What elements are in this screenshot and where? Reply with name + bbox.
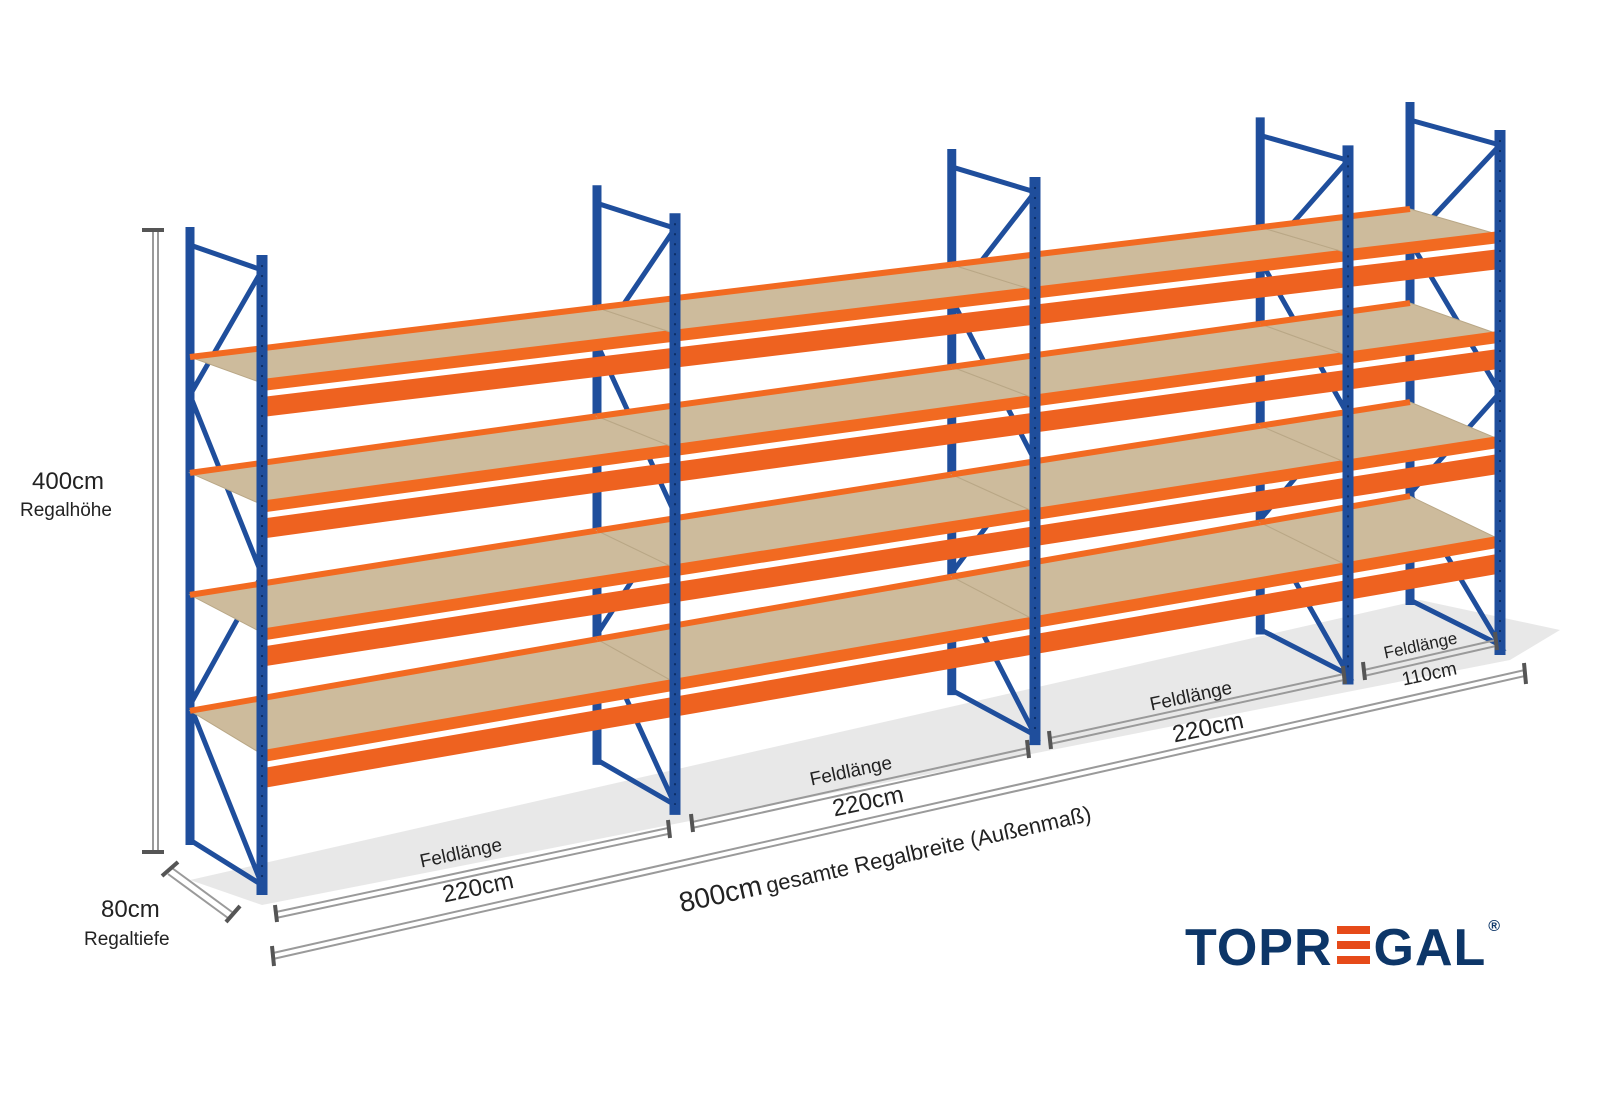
back-beam (596, 363, 953, 420)
topregal-logo: TOPR GAL ® (1185, 918, 1501, 978)
front-beam-upper (262, 329, 675, 391)
back-beam (951, 519, 1261, 580)
back-beam (1259, 399, 1411, 429)
height-label: Regalhöhe (20, 500, 112, 521)
front-beam-lower (262, 347, 675, 417)
front-beam-lower (1348, 453, 1500, 498)
front-beam-upper (262, 564, 675, 641)
back-beam (951, 224, 1261, 268)
front-beam-lower (1035, 267, 1348, 325)
front-beam-lower (1348, 553, 1500, 600)
back-beam (1259, 206, 1411, 231)
front-beam-upper (262, 443, 675, 513)
back-beam (1259, 493, 1411, 526)
back-beam (1259, 300, 1411, 327)
front-beam-upper (1035, 249, 1348, 299)
front-beam-lower (675, 526, 1035, 603)
height-value: 400cm (32, 468, 105, 495)
depth-label: Regaltiefe (84, 929, 170, 950)
front-beam-lower (1035, 477, 1348, 547)
back-beam (951, 320, 1261, 370)
front-beam-lower (675, 304, 1035, 368)
front-beam-upper (1035, 561, 1348, 629)
front-beam-upper (1035, 459, 1348, 521)
front-beam-lower (262, 461, 675, 539)
front-beam-upper (675, 394, 1035, 456)
front-beam-lower (1035, 579, 1348, 655)
front-beam-lower (1348, 249, 1500, 288)
logo-text-start: TOPR (1185, 919, 1333, 977)
front-beam-lower (262, 582, 675, 667)
front-beam-upper (1348, 231, 1500, 262)
front-beam-lower (1348, 348, 1500, 390)
front-beam-lower (675, 634, 1035, 717)
front-beam-upper (675, 616, 1035, 691)
front-beam-upper (1348, 435, 1500, 472)
back-beam (596, 471, 953, 534)
front-beam-upper (1348, 535, 1500, 574)
front-beam-lower (675, 412, 1035, 482)
floor-shadow (190, 600, 1560, 905)
front-beam-upper (262, 678, 675, 763)
front-beam-upper (675, 508, 1035, 577)
front-beam-upper (1035, 351, 1348, 407)
front-beam-upper (675, 286, 1035, 342)
depth-value: 80cm (101, 896, 160, 923)
back-beam (951, 422, 1261, 478)
front-beam-upper (1348, 330, 1500, 364)
logo-text-end: GAL (1373, 919, 1487, 977)
front-beam-lower (262, 696, 675, 789)
logo-e-stripes (1336, 926, 1370, 964)
back-beam (596, 573, 953, 643)
back-beam (596, 261, 953, 311)
registered-mark: ® (1488, 918, 1502, 935)
front-beam-lower (1035, 369, 1348, 433)
